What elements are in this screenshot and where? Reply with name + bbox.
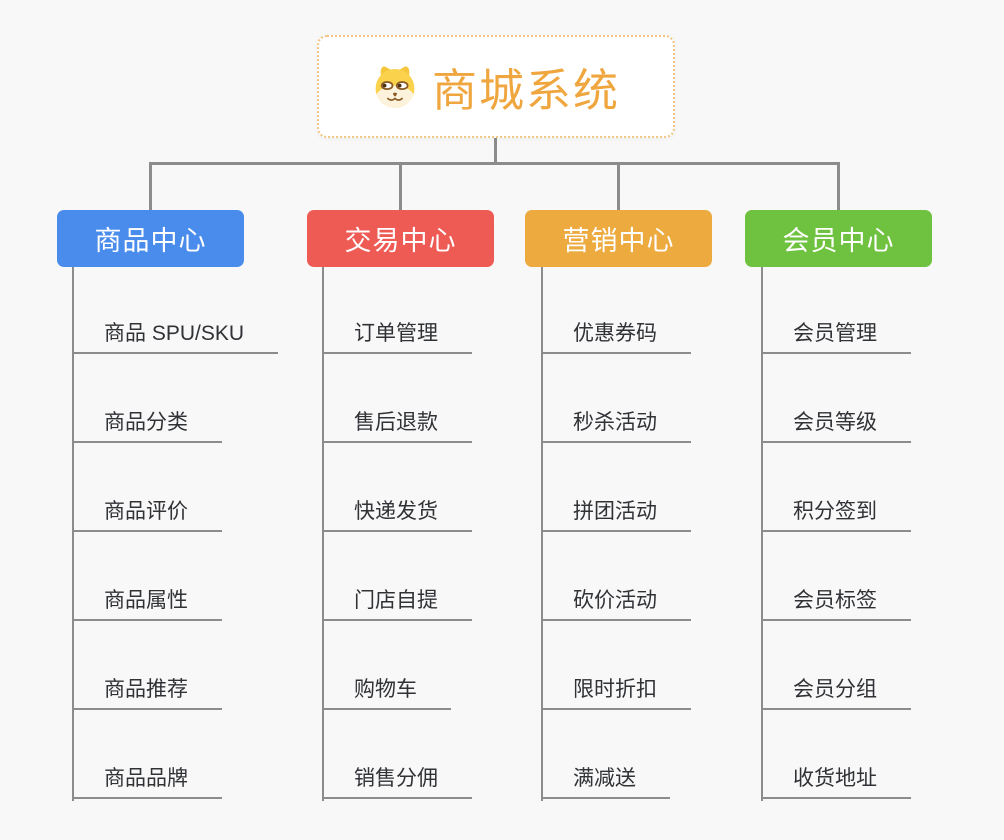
connector-drop-product — [149, 162, 152, 210]
branch-node-marketing-center[interactable]: 营销中心 — [525, 210, 712, 267]
child-node[interactable]: 收货地址 — [761, 761, 911, 799]
child-node[interactable]: 优惠券码 — [541, 316, 691, 354]
trunk-product — [72, 267, 74, 801]
root-title: 商城系统 — [431, 65, 620, 116]
child-node[interactable]: 订单管理 — [322, 316, 472, 354]
trunk-marketing — [541, 267, 543, 801]
child-node[interactable]: 会员标签 — [761, 583, 911, 621]
dog-face-icon — [375, 66, 415, 108]
connector-root-drop — [494, 138, 497, 165]
child-node[interactable]: 商品分类 — [72, 405, 222, 443]
branch-label: 交易中心 — [344, 226, 457, 256]
child-node[interactable]: 拼团活动 — [541, 494, 691, 532]
child-node[interactable]: 商品属性 — [72, 583, 222, 621]
child-node[interactable]: 满减送 — [541, 761, 670, 799]
child-node[interactable]: 积分签到 — [761, 494, 911, 532]
child-node[interactable]: 售后退款 — [322, 405, 472, 443]
connector-bus — [149, 162, 840, 165]
child-node[interactable]: 会员分组 — [761, 672, 911, 710]
root-node[interactable]: 商城系统 — [317, 35, 675, 138]
child-node[interactable]: 购物车 — [322, 672, 451, 710]
child-node[interactable]: 商品品牌 — [72, 761, 222, 799]
branch-label: 会员中心 — [782, 226, 895, 256]
branch-node-product-center[interactable]: 商品中心 — [57, 210, 244, 267]
child-node[interactable]: 限时折扣 — [541, 672, 691, 710]
child-node[interactable]: 门店自提 — [322, 583, 472, 621]
child-node[interactable]: 快递发货 — [322, 494, 472, 532]
branch-node-trade-center[interactable]: 交易中心 — [307, 210, 494, 267]
branch-label: 营销中心 — [562, 226, 675, 256]
branch-label: 商品中心 — [94, 226, 207, 256]
child-node[interactable]: 商品推荐 — [72, 672, 222, 710]
child-node[interactable]: 商品评价 — [72, 494, 222, 532]
child-node[interactable]: 销售分佣 — [322, 761, 472, 799]
child-node[interactable]: 秒杀活动 — [541, 405, 691, 443]
child-node[interactable]: 会员管理 — [761, 316, 911, 354]
trunk-trade — [322, 267, 324, 801]
connector-drop-member — [837, 162, 840, 210]
child-node[interactable]: 砍价活动 — [541, 583, 691, 621]
connector-drop-marketing — [617, 162, 620, 210]
child-node[interactable]: 会员等级 — [761, 405, 911, 443]
connector-drop-trade — [399, 162, 402, 210]
branch-node-member-center[interactable]: 会员中心 — [745, 210, 932, 267]
child-node[interactable]: 商品 SPU/SKU — [72, 316, 279, 354]
trunk-member — [761, 267, 763, 801]
